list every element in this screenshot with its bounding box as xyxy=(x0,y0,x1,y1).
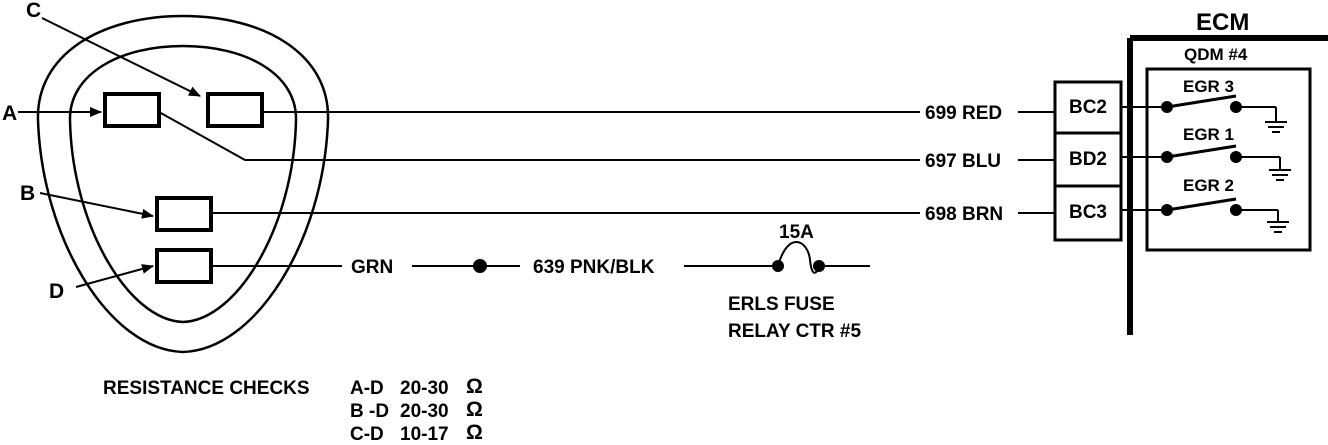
leader-b xyxy=(39,192,154,219)
switch-label-egr1: EGR 1 xyxy=(1183,125,1235,144)
fuse-label-line1: ERLS FUSE xyxy=(728,294,835,315)
wire-label-brn: 698 BRN xyxy=(925,204,1004,225)
terminal-bc2: BC2 xyxy=(1068,97,1107,118)
terminal-bd2: BD2 xyxy=(1068,149,1107,170)
switch-egr3 xyxy=(1121,94,1287,133)
pin-label-c: C xyxy=(26,0,42,22)
wire-label-red: 699 RED xyxy=(925,103,1003,124)
check-range-cd: 10-17 xyxy=(400,424,449,445)
check-pair-ad: A-D xyxy=(350,378,384,399)
fuse-label-line2: RELAY CTR #5 xyxy=(728,321,862,342)
check-unit-cd: Ω xyxy=(466,421,483,444)
pin-d xyxy=(155,248,213,284)
qdm-title: QDM #4 xyxy=(1184,45,1248,64)
wire-label-grn: GRN xyxy=(351,257,394,278)
wire-label-blu: 697 BLU xyxy=(925,151,1002,172)
check-unit-bd: Ω xyxy=(466,398,483,421)
pin-c xyxy=(206,92,264,128)
terminal-bc3: BC3 xyxy=(1068,202,1107,223)
connector-inner-shell xyxy=(68,44,298,324)
leader-c xyxy=(41,17,201,97)
pin-label-b: B xyxy=(20,182,36,205)
ecm-title: ECM xyxy=(1196,9,1250,36)
wire-697-blu xyxy=(158,111,920,161)
splice-dot xyxy=(473,259,487,273)
fuse-rating: 15A xyxy=(779,222,814,243)
switch-egr2 xyxy=(1121,197,1289,233)
pin-b xyxy=(155,196,213,232)
connector-outer-shell xyxy=(36,14,330,354)
fuse-symbol xyxy=(777,241,820,274)
ecm-terminal-block xyxy=(1053,80,1123,242)
resistance-heading: RESISTANCE CHECKS xyxy=(103,378,310,399)
check-unit-ad: Ω xyxy=(466,375,483,398)
pin-a xyxy=(103,92,161,128)
leader-d xyxy=(75,264,154,288)
check-pair-cd: C-D xyxy=(350,424,384,445)
pin-label-a: A xyxy=(2,102,18,125)
pin-label-d: D xyxy=(49,280,65,303)
wire-label-pnk-blk: 639 PNK/BLK xyxy=(533,257,655,278)
switch-label-egr2: EGR 2 xyxy=(1183,176,1235,195)
check-range-ad: 20-30 xyxy=(400,378,449,399)
switch-label-egr3: EGR 3 xyxy=(1183,77,1235,96)
switch-egr1 xyxy=(1121,144,1291,181)
check-range-bd: 20-30 xyxy=(400,401,449,422)
check-pair-bd: B -D xyxy=(350,401,390,422)
qdm-box xyxy=(1145,67,1312,252)
